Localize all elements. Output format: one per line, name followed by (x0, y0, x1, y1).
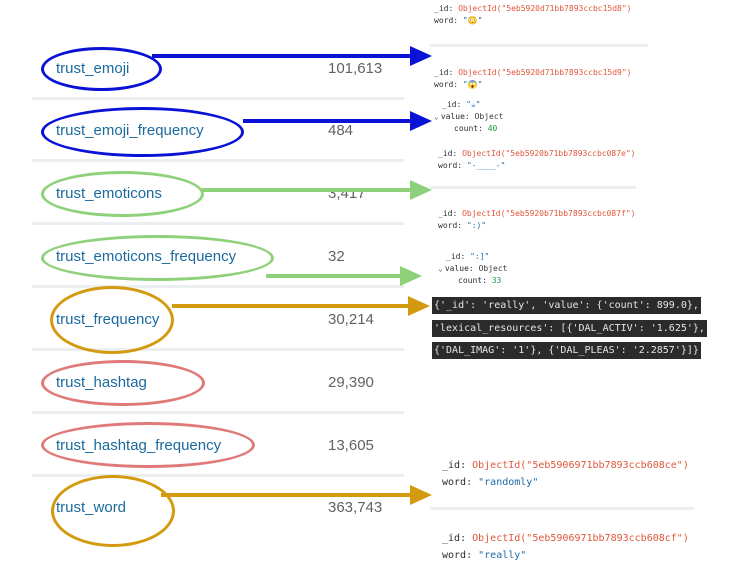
field-key: _id (442, 533, 461, 544)
highlight-ring-green (41, 235, 274, 281)
arrow-emoji-frequency (243, 111, 432, 131)
field-key: _id (434, 4, 449, 13)
string-value: "randomly" (478, 477, 539, 488)
row-divider (32, 348, 404, 351)
number-value: 33 (491, 276, 502, 285)
expand-caret-icon[interactable]: ⌄ (434, 112, 439, 121)
document-word-2: _id: ObjectId("5eb5906971bb7893ccb608cf"… (442, 533, 689, 561)
code-line: {'_id': 'really', 'value': {'count': 899… (432, 297, 701, 314)
collection-count-trust-emoji: 101,613 (328, 60, 383, 77)
field-key: _id (434, 68, 449, 77)
field-key: value (440, 112, 465, 121)
collection-count-trust-emoji-frequency: 484 (328, 122, 354, 139)
field-key: word (442, 550, 467, 561)
row-divider (32, 474, 404, 477)
arrow-word (161, 485, 432, 505)
string-value: "-____-" (466, 161, 506, 170)
document-emoji-frequency: _id: "☕" ⌄value: Object count: 40 (434, 100, 504, 133)
row-divider (32, 222, 404, 225)
highlight-ring-blue (41, 107, 244, 157)
arrow-emoji (152, 46, 432, 66)
object-id-value: ObjectId("5eb5906971bb7893ccb608cf") (472, 533, 689, 544)
object-id-value: ObjectId("5eb5920b71bb7893ccbc087f") (462, 209, 636, 218)
field-key: word (434, 80, 454, 89)
type-value: Object (478, 264, 508, 273)
document-divider (430, 507, 694, 510)
field-key: word (438, 221, 458, 230)
string-value: ":]" (470, 252, 490, 261)
string-value: "really" (478, 550, 527, 561)
object-id-value: ObjectId("5eb5906971bb7893ccb608ce") (472, 460, 689, 471)
arrow-emoticons-frequency (266, 266, 422, 286)
highlight-ring-red (41, 422, 255, 468)
row-divider (32, 97, 404, 100)
highlight-ring-red (41, 360, 205, 406)
field-key: _id (438, 149, 453, 158)
row-divider (32, 159, 404, 162)
string-value: "😳" (462, 16, 483, 25)
document-emoticon-1: _id: ObjectId("5eb5920b71bb7893ccbc087e"… (438, 149, 636, 170)
document-emoticon-frequency: _id: ":]" ⌄value: Object count: 33 (438, 252, 508, 285)
collection-count-trust-word: 363,743 (328, 499, 383, 516)
number-value: 40 (487, 124, 498, 133)
field-key: word (442, 477, 467, 488)
highlight-ring-green (41, 171, 204, 217)
code-line: 'lexical_resources': [{'DAL_ACTIV': '1.6… (432, 320, 707, 337)
collection-count-trust-frequency: 30,214 (328, 311, 374, 328)
field-key: _id (442, 100, 457, 109)
highlight-ring-blue (41, 47, 162, 91)
object-id-value: ObjectId("5eb5920b71bb7893ccbc087e") (462, 149, 636, 158)
object-id-value: ObjectId("5eb5920d71bb7893ccbc15d8") (458, 4, 632, 13)
arrow-frequency (172, 296, 430, 316)
highlight-ring-gold (51, 475, 175, 547)
document-word-1: _id: ObjectId("5eb5906971bb7893ccb608ce"… (442, 460, 689, 488)
collection-count-trust-hashtag-frequency: 13,605 (328, 437, 374, 454)
field-key: value (444, 264, 469, 273)
expand-caret-icon[interactable]: ⌄ (438, 264, 443, 273)
field-key: _id (438, 209, 453, 218)
arrow-emoticons (202, 180, 432, 200)
field-key: word (434, 16, 454, 25)
code-line: {'DAL_IMAG': '1'}, {'DAL_PLEAS': '2.2857… (432, 342, 701, 359)
field-key: _id (442, 460, 461, 471)
field-key: count (454, 124, 479, 133)
document-divider (430, 186, 636, 189)
field-key: count (458, 276, 483, 285)
highlight-ring-gold (50, 286, 174, 354)
string-value: "😱" (462, 80, 483, 89)
document-emoji-1: _id: ObjectId("5eb5920d71bb7893ccbc15d8"… (434, 4, 632, 25)
row-divider (32, 411, 404, 414)
collection-count-trust-emoticons-frequency: 32 (328, 248, 345, 265)
collection-count-trust-hashtag: 29,390 (328, 374, 374, 391)
document-emoji-2: _id: ObjectId("5eb5920d71bb7893ccbc15d9"… (434, 68, 632, 89)
string-value: ":)" (466, 221, 487, 230)
row-divider (32, 285, 404, 288)
string-value: "☕" (466, 100, 481, 109)
type-value: Object (474, 112, 504, 121)
object-id-value: ObjectId("5eb5920d71bb7893ccbc15d9") (458, 68, 632, 77)
document-emoticon-2: _id: ObjectId("5eb5920b71bb7893ccbc087f"… (438, 209, 636, 230)
field-key: word (438, 161, 458, 170)
field-key: _id (446, 252, 461, 261)
document-divider (430, 44, 648, 47)
